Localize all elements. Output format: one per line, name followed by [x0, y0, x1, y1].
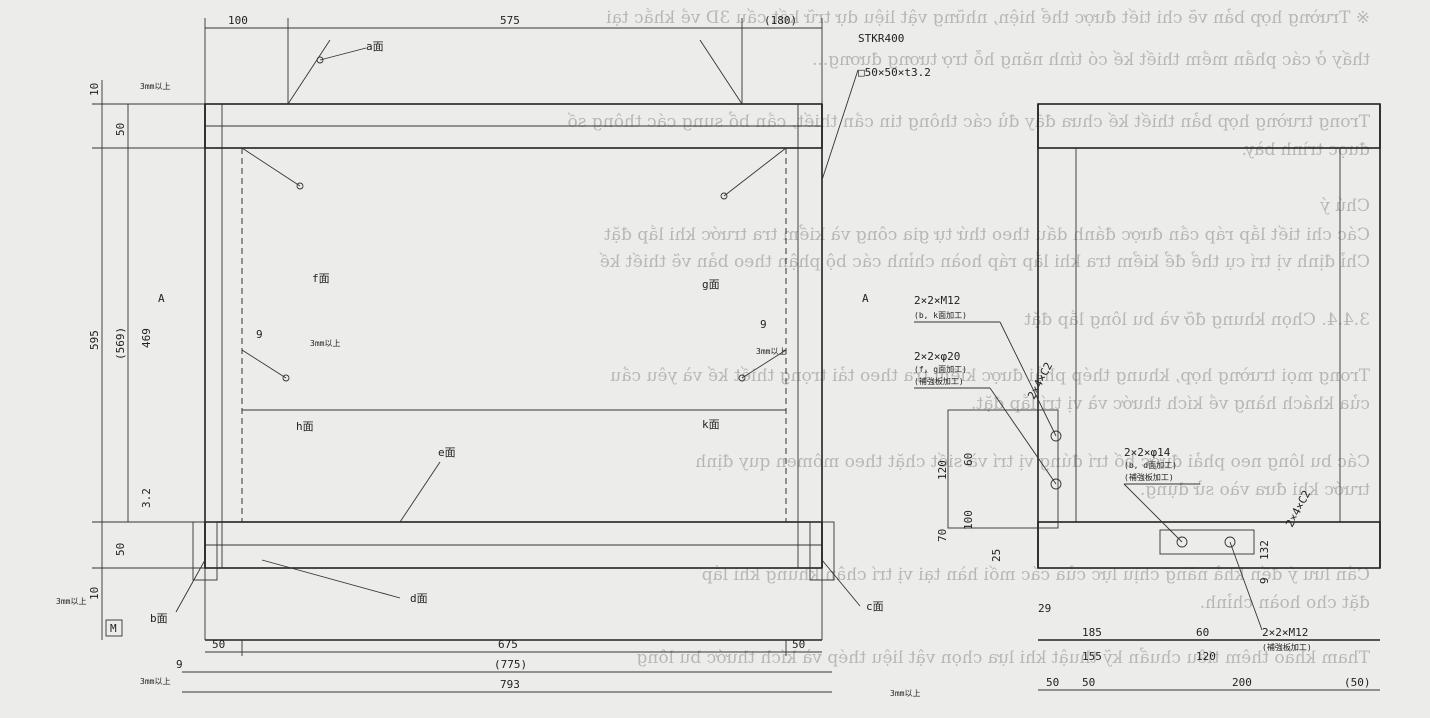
face-a-label: a面: [366, 40, 384, 53]
dim-side-185: 185: [1082, 626, 1102, 639]
hole20-label: 2×2×φ20: [914, 350, 960, 363]
front-labels: a面 STKR400 □50×50×t3.2 f面 g面 h面 k面 e面 b面…: [56, 32, 931, 698]
dim-side-120b: 120: [1196, 650, 1216, 663]
dim-bot-793: 793: [500, 678, 520, 691]
weld-sym-6: 3mm以上: [890, 689, 920, 698]
section-a-right: A: [862, 292, 869, 305]
dim-side-60b: 60: [1196, 626, 1209, 639]
dim-side-120: 120: [936, 460, 949, 480]
chamfer1-label: 2×4×C2: [1025, 360, 1055, 401]
hole14-note: (b, d面加工): [1124, 460, 1177, 470]
hole14-label: 2×2×φ14: [1124, 446, 1171, 459]
face-c-label: c面: [866, 600, 884, 613]
section-a-left: A: [158, 292, 165, 305]
hole14-sub: (補強板加工): [1124, 472, 1174, 482]
dim-left-595: 595: [88, 330, 101, 350]
dim-side-9: 9: [1258, 577, 1271, 584]
face-g-label: g面: [702, 278, 720, 291]
dim-top-575: 575: [500, 14, 520, 27]
dim-top-180: (180): [764, 14, 797, 27]
dim-side-29: 29: [1038, 602, 1051, 615]
bolt-hole-4: [1224, 536, 1236, 548]
pipe-spec-label: STKR400: [858, 32, 904, 45]
dim-side-155: 155: [1082, 650, 1102, 663]
weld-sym-5: 3mm以上: [140, 677, 170, 686]
dim-left-10: 10: [88, 83, 101, 96]
dim-side-50b: 50: [1082, 676, 1095, 689]
dim-bot-775: (775): [494, 658, 527, 671]
dim-top-100: 100: [228, 14, 248, 27]
bolt-hole-2: [1050, 478, 1062, 490]
face-f-label: f面: [312, 272, 330, 285]
dim-bot-675: 675: [498, 638, 518, 651]
dim-bot-50-right: 50: [792, 638, 805, 651]
weld-sym-3: 3mm以上: [756, 347, 786, 356]
pipe-size-label: □50×50×t3.2: [858, 66, 931, 79]
front-view: [192, 103, 835, 641]
side-top-beam: [1037, 103, 1381, 149]
face-d-label: d面: [410, 592, 428, 605]
dim-left-10-bot: 10: [88, 587, 101, 600]
gusset-plate: [947, 409, 1059, 529]
dim-side-60: 60: [962, 453, 975, 466]
face-e-label: e面: [438, 446, 456, 459]
m-box: [105, 619, 123, 637]
bolt-hole-1: [1050, 430, 1062, 442]
side-annotations: 120 60 70 100 25 132 9 29 185 155 60 120…: [914, 294, 1371, 689]
dim-side-132: 132: [1258, 540, 1271, 560]
weld-sym-1: 3mm以上: [140, 82, 170, 91]
dim-mid-9b: 9: [760, 318, 767, 331]
bolt1-note: (b, k面加工): [914, 310, 967, 320]
dim-side-50c: (50): [1344, 676, 1371, 689]
dim-bot-9: 9: [176, 658, 183, 671]
dim-side-200: 200: [1232, 676, 1252, 689]
face-h-label: h面: [296, 420, 314, 433]
chamfer2-label: 2×4×C2: [1283, 488, 1313, 529]
dim-left-569: (569): [114, 327, 127, 360]
dim-bot-50-left: 50: [212, 638, 225, 651]
dim-left-50-top: 50: [114, 123, 127, 136]
dim-side-70: 70: [936, 529, 949, 542]
side-bottom-beam: [1037, 521, 1381, 569]
face-b-label: b面: [150, 612, 168, 625]
dim-side-25: 25: [990, 549, 1003, 562]
dim-left-469: 469: [140, 328, 153, 348]
bolt2-note: (補強板加工): [1262, 642, 1312, 652]
hole20-sub: (補強板加工): [914, 376, 964, 386]
front-dimensions: 100 575 (180) 10 50 595 (569) 469 3.2 50…: [88, 14, 832, 693]
weld-sym-4: 3mm以上: [56, 597, 86, 606]
dim-side-50a: 50: [1046, 676, 1059, 689]
weld-sym-2: 3mm以上: [310, 339, 340, 348]
side-view: [947, 103, 1381, 691]
bolt-hole-3: [1176, 536, 1188, 548]
bolt2-label: 2×2×M12: [1262, 626, 1308, 639]
dim-mid-9a: 9: [256, 328, 263, 341]
dim-left-50-bot: 50: [114, 543, 127, 556]
bolt1-label: 2×2×M12: [914, 294, 960, 307]
face-k-label: k面: [702, 418, 720, 431]
m-box-label: M: [110, 622, 117, 635]
dim-left-32: 3.2: [140, 488, 153, 508]
hole20-note: (f, g面加工): [914, 364, 967, 374]
dim-side-100: 100: [962, 510, 975, 530]
reinforcement-plate: [1159, 529, 1255, 555]
